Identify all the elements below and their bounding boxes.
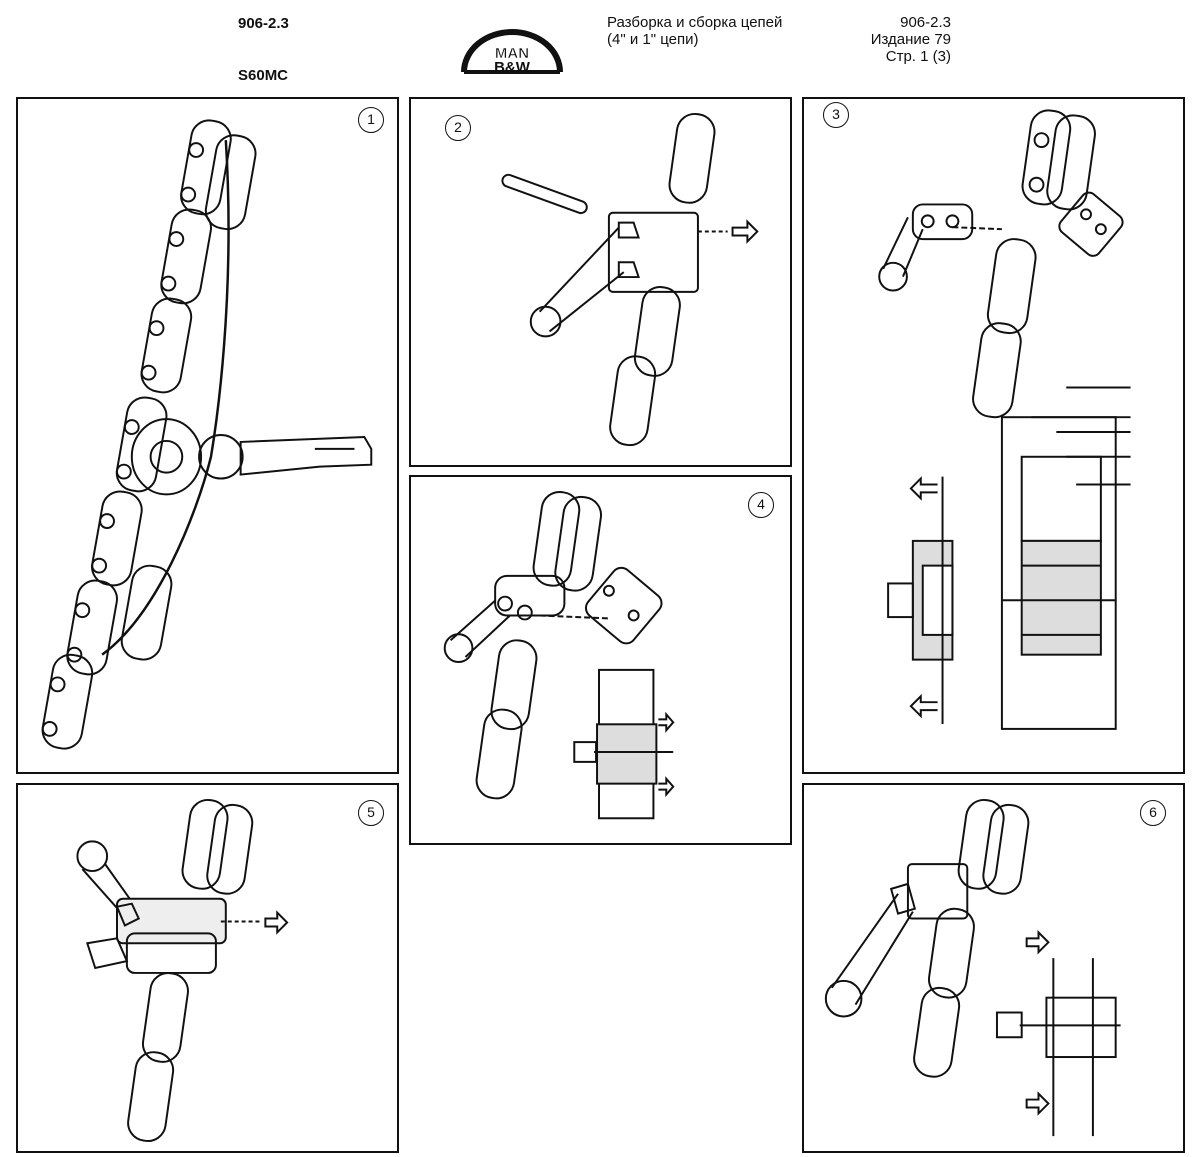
link-reassembly-illustration xyxy=(443,490,675,820)
pin-press-illustration xyxy=(76,798,289,1142)
panel-1: 1 xyxy=(16,97,399,774)
step-number: 6 xyxy=(1140,800,1166,826)
panel-4: 4 xyxy=(409,475,792,845)
doc-title: Разборка и сборка цепей xyxy=(607,14,783,31)
pin-riveting-illustration xyxy=(824,798,1121,1137)
page-number: Стр. 1 (3) xyxy=(885,48,951,65)
doc-subtitle: (4" и 1" цепи) xyxy=(607,31,699,48)
panel-6: 6 xyxy=(802,783,1185,1153)
chain-tension-tool-illustration xyxy=(41,119,373,750)
edition: Издание 79 xyxy=(870,31,951,48)
step-number: 3 xyxy=(823,102,849,128)
panel-5: 5 xyxy=(16,783,399,1153)
doc-code-right: 906-2.3 xyxy=(900,14,951,31)
man-bw-logo: MAN B&W xyxy=(461,29,563,76)
link-plate-removal-illustration xyxy=(878,109,1131,730)
step-number: 5 xyxy=(358,800,384,826)
step-number: 1 xyxy=(358,107,384,133)
logo-text-bw: B&W xyxy=(494,59,531,76)
step-number: 4 xyxy=(748,492,774,518)
engine-model: S60MC xyxy=(238,67,289,84)
panel-3: 3 xyxy=(802,97,1185,774)
step-number: 2 xyxy=(445,115,471,141)
doc-code-left: 906-2.3 xyxy=(238,15,289,32)
panel-2: 2 xyxy=(409,97,792,467)
logo-text-man: MAN xyxy=(495,45,529,62)
pin-extraction-illustration xyxy=(501,112,759,447)
chain-drawing xyxy=(41,119,257,750)
